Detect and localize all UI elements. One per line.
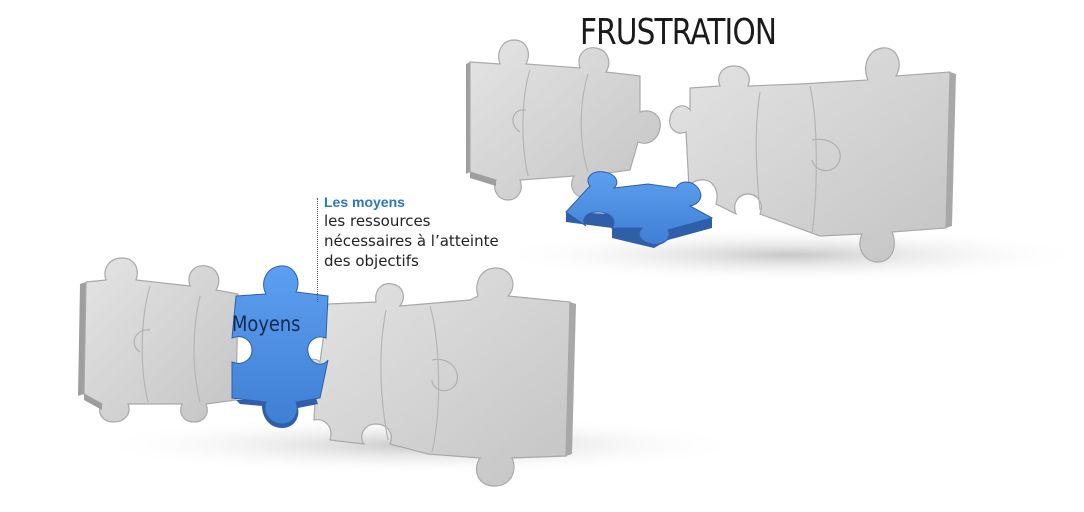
annotation-leader-line: [317, 198, 318, 302]
top-left-piece: [469, 39, 661, 201]
top-left-piece-bottom: [470, 172, 496, 186]
diagram-title: FRUSTRATION: [580, 12, 777, 53]
moyens-piece[interactable]: [231, 265, 329, 425]
top-row-edge: [466, 62, 470, 174]
fallen-blue-piece: [565, 171, 714, 245]
annotation-heading: Les moyens: [324, 194, 405, 210]
annotation-line-3: des objectifs: [324, 252, 419, 270]
top-puzzle-row: [466, 39, 956, 263]
top-right-piece-edge: [946, 72, 956, 228]
bottom-puzzle-row: [78, 257, 576, 487]
annotation-line-2: nécessaires à l’atteinte: [324, 232, 499, 250]
bottom-left-piece: [83, 257, 239, 423]
moyens-piece-label: Moyens: [232, 312, 301, 336]
shadow-top-row: [490, 227, 1084, 283]
annotation-line-1: les ressources: [324, 212, 431, 230]
